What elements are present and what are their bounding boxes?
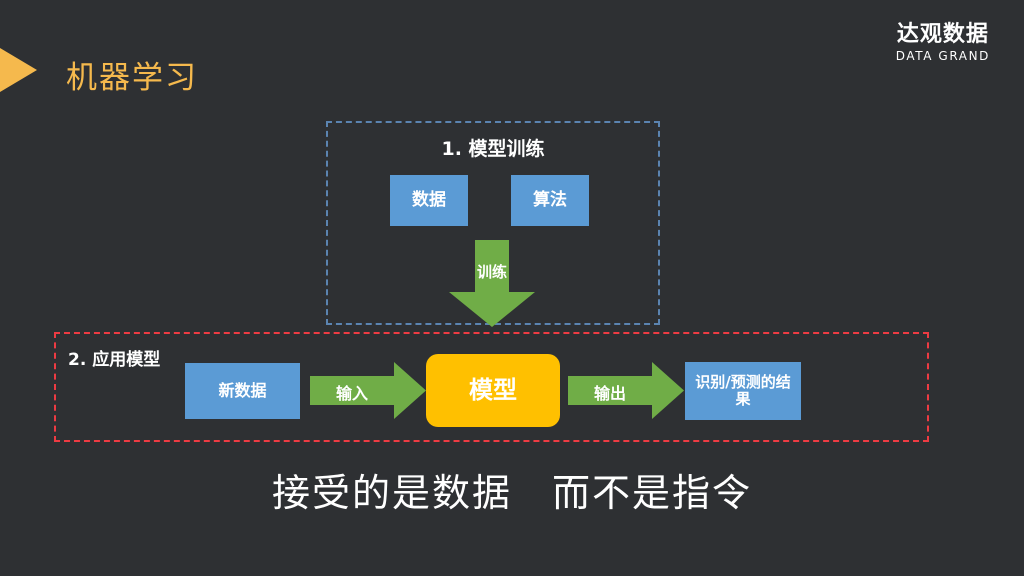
arrow-input-right: 输入 xyxy=(310,362,426,419)
arrow-input-label: 输入 xyxy=(335,384,368,403)
box-result: 识别/预测的结果 xyxy=(685,362,801,420)
arrow-right-icon xyxy=(568,362,684,419)
box-data: 数据 xyxy=(390,175,468,226)
arrow-right-icon xyxy=(310,362,426,419)
arrow-down-icon xyxy=(449,240,535,327)
box-algorithm: 算法 xyxy=(511,175,589,226)
arrow-output-right: 输出 xyxy=(568,362,684,419)
logo-chinese-text: 达观数据 xyxy=(896,22,989,47)
arrow-training-label: 训练 xyxy=(476,263,507,281)
apply-section-region: 2. 应用模型 xyxy=(54,332,929,442)
training-section-title: 1. 模型训练 xyxy=(441,138,545,160)
box-new-data: 新数据 xyxy=(185,363,300,419)
logo-english-text: DATA GRAND xyxy=(895,49,990,63)
brand-logo: 达观数据 DATA GRAND xyxy=(895,22,990,63)
arrow-training-down: 训练 xyxy=(449,240,535,327)
page-title: 机器学习 xyxy=(66,60,198,96)
slide-caption: 接受的是数据 而不是指令 xyxy=(271,471,752,515)
apply-section-title: 2. 应用模型 xyxy=(68,350,161,370)
title-marker-triangle-icon xyxy=(0,48,37,92)
box-model: 模型 xyxy=(426,354,560,427)
arrow-output-label: 输出 xyxy=(593,384,626,403)
